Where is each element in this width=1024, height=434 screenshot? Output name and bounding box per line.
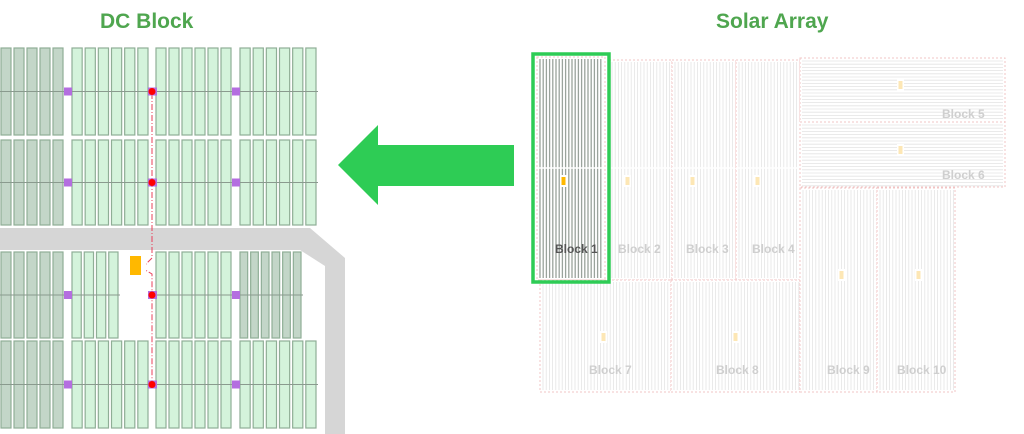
array-block-7[interactable] — [539, 279, 672, 393]
combiner-box — [64, 291, 72, 299]
inverter — [601, 333, 606, 341]
panel-table — [0, 139, 65, 226]
combiner-box — [64, 87, 72, 96]
block-label: Block 3 — [686, 242, 729, 256]
block-label: Block 9 — [827, 363, 870, 377]
block-label: Block 6 — [942, 168, 985, 182]
block-label: Block 8 — [716, 363, 759, 377]
panel-table — [155, 340, 233, 429]
array-block-3[interactable] — [671, 59, 737, 281]
panel-table — [239, 340, 318, 429]
inverter — [690, 177, 695, 185]
array-block-6[interactable] — [799, 121, 1006, 188]
array-block-8[interactable] — [670, 279, 801, 393]
panel-table — [0, 47, 65, 136]
road — [0, 228, 345, 434]
combiner-box — [232, 178, 240, 187]
dc-block-title: DC Block — [100, 10, 194, 33]
panel-table — [71, 251, 120, 339]
block-label: Block 2 — [618, 242, 661, 256]
inverter — [130, 256, 141, 275]
connection-node — [148, 179, 156, 186]
panel-table — [239, 139, 318, 226]
inverter — [898, 81, 903, 89]
connection-node — [148, 291, 156, 299]
array-block-9[interactable] — [799, 187, 878, 393]
array-block-1[interactable] — [536, 56, 606, 281]
array-block-10[interactable] — [876, 187, 956, 393]
array-block-5[interactable] — [799, 57, 1006, 123]
combiner-box — [232, 87, 240, 96]
block-label: Block 4 — [752, 242, 795, 256]
block-outline — [670, 279, 801, 393]
panel-table — [155, 139, 233, 226]
panel-table — [239, 47, 318, 136]
inverter — [898, 146, 903, 154]
block-label: Block 10 — [897, 363, 947, 377]
combiner-box — [64, 380, 72, 389]
arrow-left-icon — [338, 125, 514, 205]
connection-node — [148, 88, 156, 95]
inverter — [755, 177, 760, 185]
panel-table — [155, 47, 233, 136]
combiner-box — [232, 380, 240, 389]
inverter — [625, 177, 630, 185]
panel-table — [0, 251, 65, 339]
inverter — [561, 177, 566, 185]
combiner-box — [232, 291, 240, 299]
solar-array-title: Solar Array — [716, 10, 829, 33]
connection-node — [148, 381, 156, 388]
panel-table — [239, 251, 303, 339]
panel-table — [155, 251, 233, 339]
block-label: Block 5 — [942, 107, 985, 121]
block-label: Block 1 — [555, 242, 598, 256]
selected-block-highlight — [531, 52, 611, 284]
inverter — [916, 271, 921, 279]
inverter — [733, 333, 738, 341]
block-label: Block 7 — [589, 363, 632, 377]
block-outline — [876, 187, 956, 393]
combiner-box — [64, 178, 72, 187]
panel-table — [0, 340, 65, 429]
array-block-4[interactable] — [735, 59, 801, 281]
panel-table — [71, 139, 150, 226]
panel-table — [71, 47, 150, 136]
panel-table — [71, 340, 150, 429]
inverter — [839, 271, 844, 279]
array-block-2[interactable] — [608, 59, 673, 281]
